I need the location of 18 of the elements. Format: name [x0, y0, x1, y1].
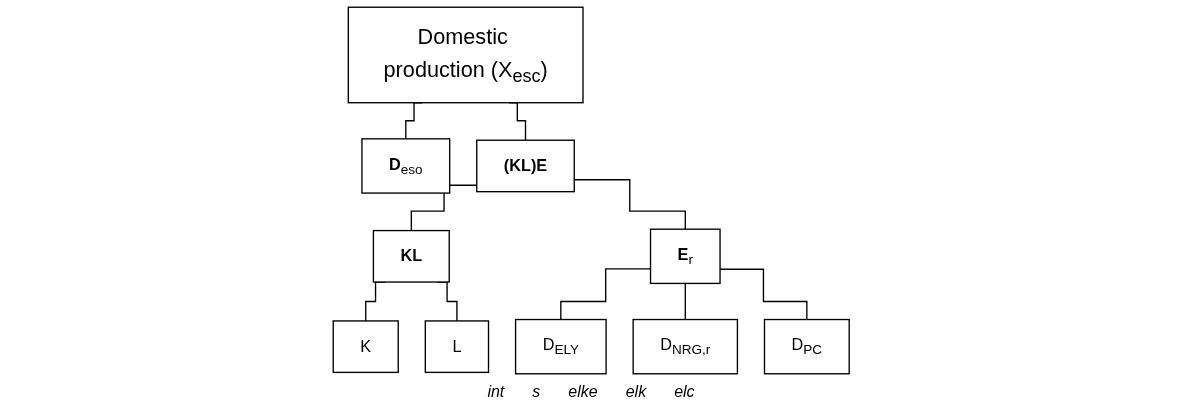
- connector: [719, 268, 808, 321]
- node-box: Domestic production (X$_{esc}$): [347, 6, 584, 104]
- node-box: D$_{eso}$: [361, 138, 451, 194]
- elasticity-label: elc: [674, 383, 695, 401]
- elasticity-label: int: [487, 383, 505, 401]
- node-box: E$_{r}$: [649, 228, 721, 285]
- connector: [559, 268, 651, 321]
- elasticity-label: elk: [625, 383, 647, 401]
- node-box: KL: [372, 229, 450, 283]
- node-box: (KL)E: [475, 139, 575, 193]
- node-box: D$_{NRG,r}$: [632, 318, 738, 375]
- node-box: L: [424, 320, 489, 374]
- node-box: D$_{PC}$: [763, 318, 850, 375]
- connector: [684, 282, 686, 321]
- node-box: K: [332, 320, 399, 374]
- elasticity-label: s: [532, 383, 541, 401]
- elasticity-label: elke: [568, 383, 598, 401]
- node-box: D$_{ELY}$: [514, 318, 607, 375]
